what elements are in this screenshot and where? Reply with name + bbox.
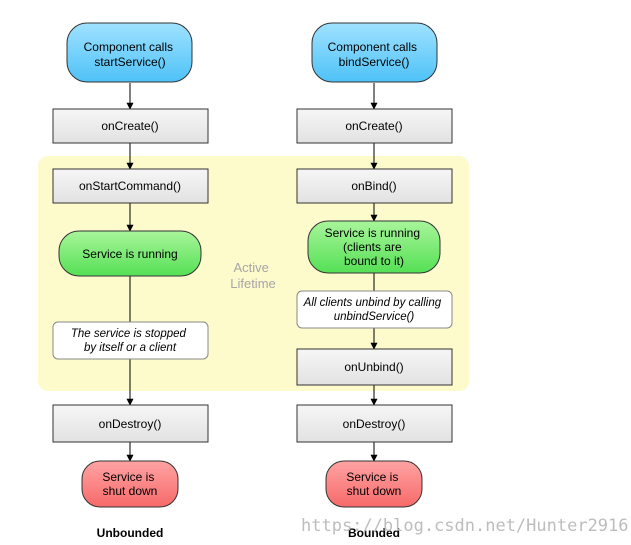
svg-text:Service is shut down: Service is shut down: [102, 470, 157, 498]
svg-text:The service is stopped b: The service is stopped by itself or a cl…: [71, 328, 189, 354]
svg-text:onDestroy(): onDestroy(): [343, 417, 406, 431]
svg-text:Service is running (clie: Service is running (clients are bound to…: [325, 226, 424, 268]
left-onstartcommand-box: onStartCommand(): [52, 168, 209, 204]
right-caption: Bounded: [348, 526, 400, 540]
svg-text:Service is shut down: Service is shut down: [346, 470, 401, 498]
left-stop-note: The service is stopped by itself or a cl…: [52, 321, 209, 360]
svg-text:onDestroy(): onDestroy(): [99, 417, 162, 431]
right-ondestroy-box: onDestroy(): [296, 404, 453, 443]
svg-text:onStartCommand(): onStartCommand(): [79, 179, 181, 193]
svg-text:onBind(): onBind(): [351, 179, 396, 193]
right-oncreate-box: onCreate(): [296, 108, 453, 144]
right-onunbind-box: onUnbind(): [296, 348, 453, 386]
right-end-node: Service is shut down: [325, 460, 423, 508]
right-running-node: Service is running (clients are bound to…: [307, 220, 441, 274]
svg-text:Service is running: Service is running: [82, 247, 177, 261]
svg-text:All clients unbind by calling: All clients unbind by calling unbindServ…: [303, 297, 445, 323]
right-unbind-note: All clients unbind by calling unbindServ…: [296, 290, 453, 329]
right-onbind-box: onBind(): [296, 168, 453, 204]
svg-text:onUnbind(): onUnbind(): [344, 360, 403, 374]
left-oncreate-box: onCreate(): [52, 108, 209, 144]
left-caption: Unbounded: [97, 526, 164, 540]
svg-text:onCreate(): onCreate(): [101, 119, 158, 133]
right-start-node: Component calls bindService(): [311, 22, 438, 83]
left-start-node: Component calls startService(): [66, 22, 193, 83]
svg-text:Component calls bindServ: Component calls bindService(): [328, 40, 421, 69]
left-end-node: Service is shut down: [81, 460, 179, 508]
active-lifetime-label: Active Lifetime: [230, 260, 276, 291]
left-running-node: Service is running: [58, 230, 202, 277]
watermark-text: https://blog.csdn.net/Hunter2916: [301, 516, 629, 536]
left-ondestroy-box: onDestroy(): [52, 404, 209, 443]
svg-text:Component calls startSer: Component calls startService(): [84, 40, 177, 69]
svg-text:onCreate(): onCreate(): [345, 119, 402, 133]
